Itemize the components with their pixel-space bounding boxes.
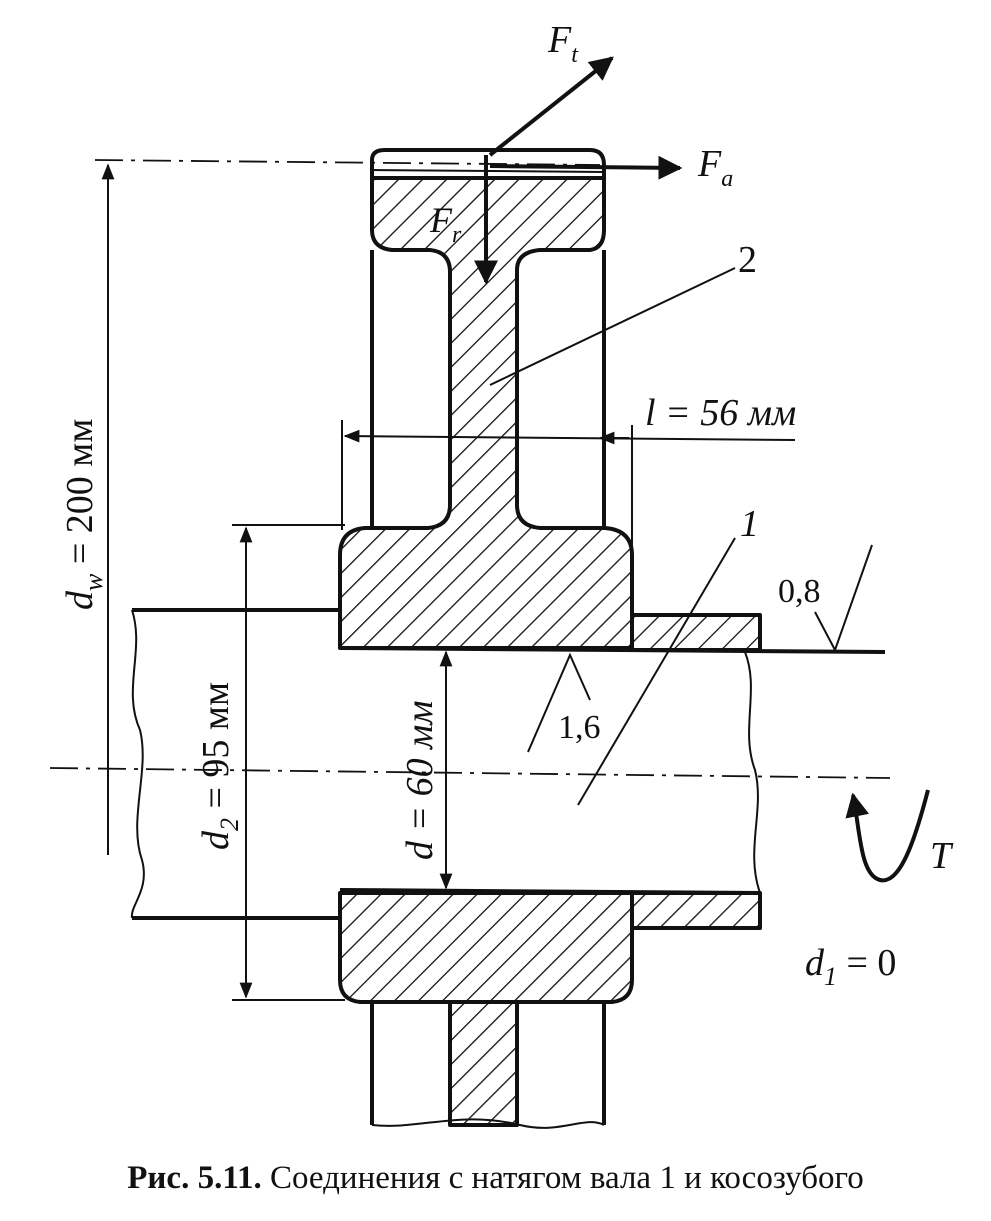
- figure-caption: Рис. 5.11. Соединения с натягом вала 1 и…: [0, 1160, 991, 1197]
- hub-diameter-dimension: [232, 524, 345, 1001]
- part-number-shaft: 1: [740, 503, 759, 545]
- shaft-leader: [577, 537, 736, 806]
- torque-label: T: [930, 835, 954, 877]
- figure-number: Рис. 5.11.: [127, 1160, 262, 1196]
- roughness-shaft-label: 0,8: [778, 573, 821, 610]
- inner-diameter-label: d1 = 0: [805, 942, 896, 991]
- gear-leader: [489, 267, 736, 386]
- gear-rim-teeth: [370, 148, 606, 178]
- part-number-gear: 2: [738, 239, 757, 281]
- length-dimension-label: l = 56 мм: [645, 392, 796, 434]
- force-tangential-label: Ft: [547, 19, 579, 68]
- force-vectors: [474, 56, 683, 285]
- bushing-bottom: [630, 891, 762, 930]
- bore-diameter-label: d = 60 мм: [399, 700, 441, 860]
- pitch-circle-line: [94, 159, 601, 166]
- length-dimension: [341, 420, 796, 610]
- torque-arrow: [845, 789, 930, 883]
- pitch-diameter-label: dw = 200 мм: [59, 419, 108, 610]
- figure-caption-text: Соединения с натягом вала 1 и косозубого: [270, 1160, 864, 1196]
- shaft-axis-centerline: [49, 767, 891, 779]
- roughness-symbol-shaft: [814, 544, 873, 653]
- force-radial-label: Fr: [429, 200, 462, 248]
- shaft: [130, 608, 886, 920]
- bushing-top: [630, 613, 762, 652]
- roughness-hub-label: 1,6: [558, 709, 601, 746]
- gear-web-lower: [448, 1000, 519, 1127]
- force-axial-label: Fa: [697, 143, 733, 192]
- roughness-symbol-hub: [527, 652, 591, 753]
- hub-diameter-label: d2 = 95 мм: [195, 682, 244, 850]
- gear-hub-lower: [338, 891, 634, 1004]
